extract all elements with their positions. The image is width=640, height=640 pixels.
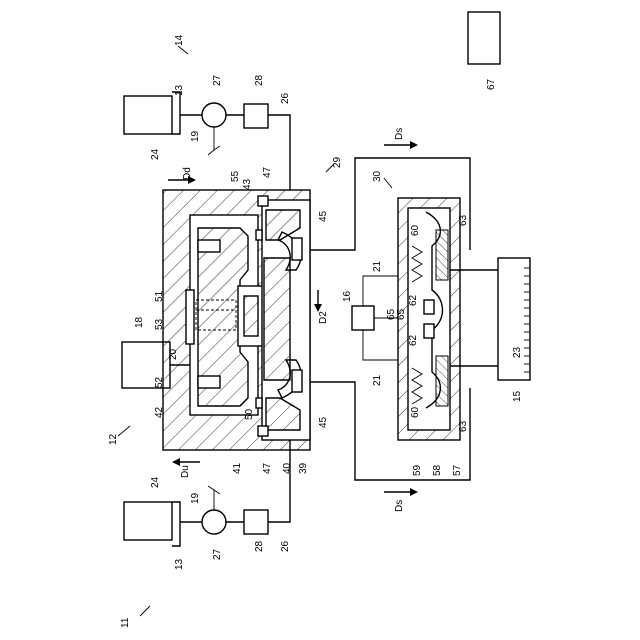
label-24-top: 24 xyxy=(150,148,161,160)
pump-bottom xyxy=(202,510,226,534)
line-19-bottom xyxy=(208,486,214,510)
label-13-bottom: 13 xyxy=(174,558,185,570)
label-43: 43 xyxy=(242,178,253,190)
label-26-bottom: 26 xyxy=(280,540,291,552)
label-53: 53 xyxy=(154,318,165,330)
box-67 xyxy=(468,12,500,64)
label-13-top: 13 xyxy=(174,84,185,96)
bracket-13-top xyxy=(172,92,180,134)
label-23: 23 xyxy=(512,346,523,358)
label-63-top: 63 xyxy=(458,214,469,226)
reservoir-bottom xyxy=(124,502,172,540)
pump-top xyxy=(202,103,226,127)
label-47-bottom: 47 xyxy=(262,462,273,474)
label-dd: Dd xyxy=(182,167,193,180)
leader-11 xyxy=(140,606,150,616)
label-ds-bottom: Ds xyxy=(394,500,405,512)
label-19-bottom: 19 xyxy=(190,492,201,504)
label-60-top: 60 xyxy=(410,224,421,236)
arrow-du xyxy=(172,458,200,466)
label-24-bottom: 24 xyxy=(150,476,161,488)
label-21-top: 21 xyxy=(372,260,383,272)
piston-stem xyxy=(186,290,194,344)
label-60-bottom: 60 xyxy=(410,406,421,418)
line-19-top xyxy=(208,127,214,155)
label-29: 29 xyxy=(332,156,343,168)
label-57: 57 xyxy=(452,464,463,476)
label-21-bottom: 21 xyxy=(372,374,383,386)
label-47-top: 47 xyxy=(262,166,273,178)
label-28-bottom: 28 xyxy=(254,540,265,552)
part-43 xyxy=(256,230,262,240)
line-19-top-b xyxy=(214,146,220,150)
label-28-top: 28 xyxy=(254,74,265,86)
port-62-bottom xyxy=(424,324,434,338)
label-30: 30 xyxy=(372,170,383,182)
label-40: 40 xyxy=(282,462,293,474)
label-62-bottom: 62 xyxy=(408,334,419,346)
label-63-bottom: 63 xyxy=(458,420,469,432)
label-42: 42 xyxy=(154,406,165,418)
label-14: 14 xyxy=(174,34,185,46)
leader-14 xyxy=(178,46,188,54)
valve-top xyxy=(244,104,268,128)
label-du: Du xyxy=(180,465,191,478)
label-45-bottom: 45 xyxy=(318,416,329,428)
valve-middle-wall xyxy=(264,258,290,380)
check-valve-seat-top xyxy=(292,238,302,260)
leader-12 xyxy=(118,426,130,436)
arrow-d2 xyxy=(314,290,322,312)
line-21-bottom xyxy=(363,330,398,360)
port-62-top xyxy=(424,300,434,314)
leader-30 xyxy=(384,178,392,188)
label-50: 50 xyxy=(244,408,255,420)
label-18: 18 xyxy=(134,316,145,328)
label-12: 12 xyxy=(108,433,119,445)
label-16: 16 xyxy=(342,290,353,302)
label-52: 52 xyxy=(154,376,165,388)
part-47-bottom xyxy=(258,426,268,436)
line-21-top xyxy=(363,276,398,306)
label-55: 55 xyxy=(230,170,241,182)
part-47-top xyxy=(258,196,268,206)
label-59: 59 xyxy=(412,464,423,476)
line-19-bottom-b xyxy=(214,490,220,494)
center-core xyxy=(244,296,258,336)
label-51: 51 xyxy=(154,290,165,302)
label-39: 39 xyxy=(298,462,309,474)
label-ds-top: Ds xyxy=(394,128,405,140)
label-d2: D2 xyxy=(318,311,329,324)
arrow-ds-top xyxy=(384,141,418,149)
piston-slot-bottom xyxy=(198,376,220,388)
piston-slot-top xyxy=(198,240,220,252)
check-valve-seat-bottom xyxy=(292,370,302,392)
label-11: 11 xyxy=(120,617,131,628)
label-19-top: 19 xyxy=(190,130,201,142)
chamber-63-bottom xyxy=(436,356,448,406)
chamber-63-top xyxy=(436,230,448,280)
label-41: 41 xyxy=(232,462,243,474)
label-67: 67 xyxy=(486,78,497,90)
valve-bottom xyxy=(244,510,268,534)
label-15: 15 xyxy=(512,390,523,402)
label-58: 58 xyxy=(432,464,443,476)
label-26-top: 26 xyxy=(280,92,291,104)
label-62-top: 62 xyxy=(408,294,419,306)
label-27-top: 27 xyxy=(212,74,223,86)
label-65-b: 65 xyxy=(396,308,407,320)
label-27-bottom: 27 xyxy=(212,548,223,560)
bracket-13-bottom xyxy=(172,502,180,546)
label-20: 20 xyxy=(168,348,179,360)
reservoir-top xyxy=(124,96,172,134)
box-16 xyxy=(352,306,374,330)
arrow-ds-bottom xyxy=(384,488,418,496)
label-45-top: 45 xyxy=(318,210,329,222)
part-50 xyxy=(256,398,262,408)
